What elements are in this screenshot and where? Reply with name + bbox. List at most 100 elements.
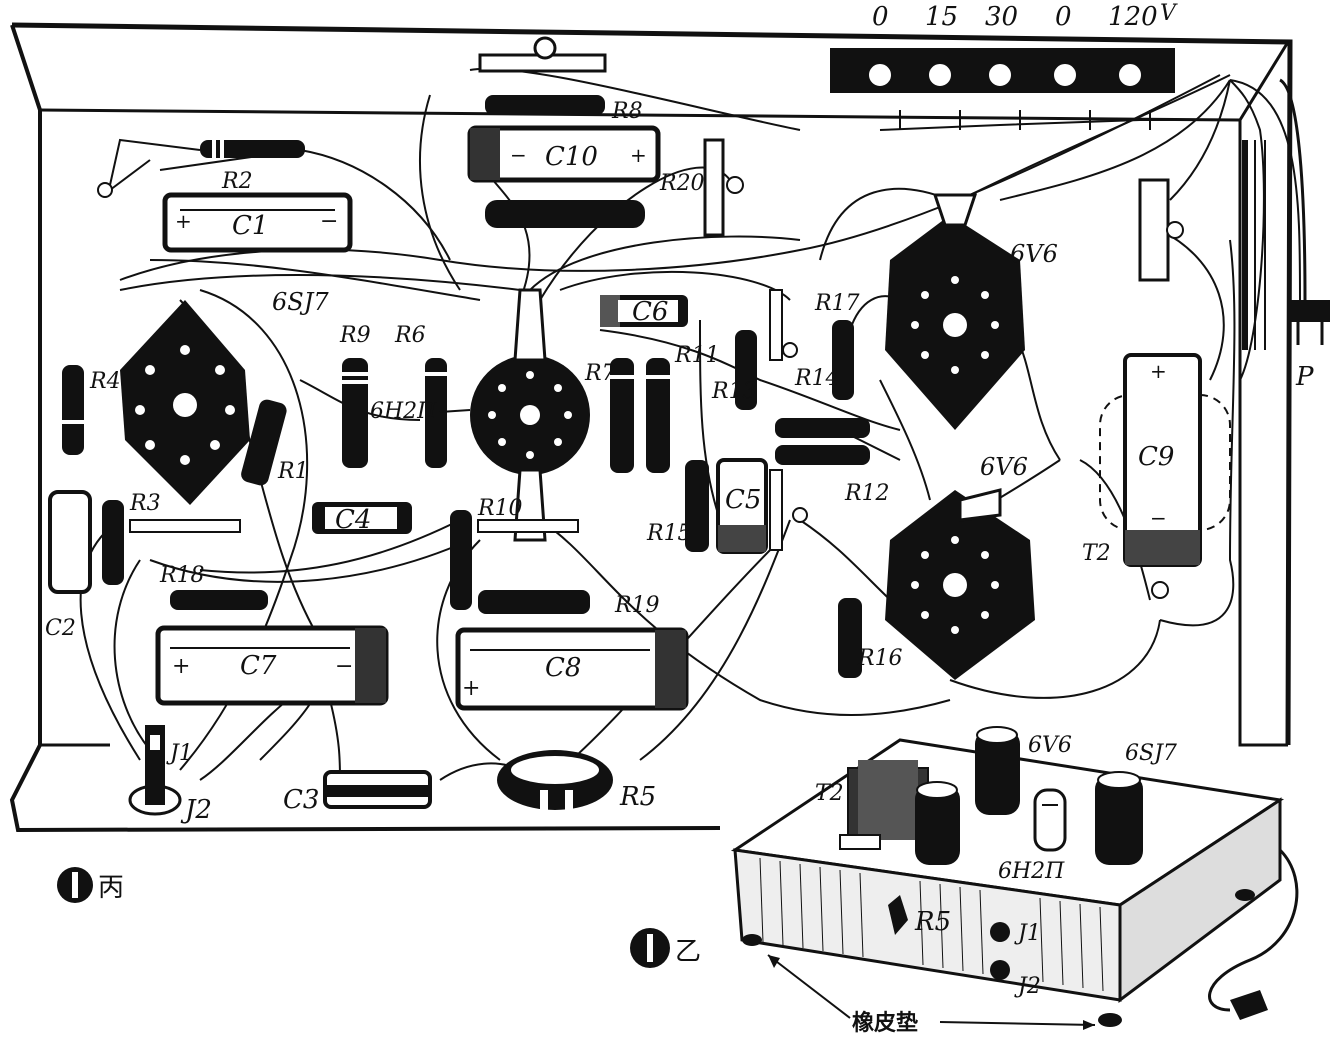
- label-rubber-feet: 橡皮垫: [852, 1010, 918, 1036]
- capacitor-c5: C5: [716, 458, 768, 554]
- label-c2: C2: [45, 616, 76, 641]
- terminal-label-30: 30: [985, 2, 1018, 32]
- tube-socket-6h2p: 6H2П: [370, 288, 590, 542]
- label-r16: R16: [857, 646, 903, 671]
- svg-text:+: +: [462, 676, 480, 701]
- svg-text:−: −: [510, 143, 527, 167]
- label-r14: R14: [794, 366, 840, 391]
- potentiometer-r5: R5: [497, 750, 656, 812]
- label-inset-j2: J2: [1014, 974, 1041, 999]
- label-tube-6v6-upper: 6V6: [1010, 240, 1058, 268]
- resistor-r19: R19: [478, 590, 660, 618]
- figure-label-bing: 丙: [57, 867, 124, 903]
- svg-text:−: −: [335, 654, 353, 679]
- label-r11: R11: [674, 343, 720, 368]
- capacitor-c2: C2: [45, 490, 92, 641]
- resistor-r13: R13: [711, 330, 757, 410]
- label-c3: C3: [283, 785, 319, 815]
- svg-text:−: −: [320, 209, 338, 234]
- label-c1: C1: [232, 211, 268, 241]
- label-p: P: [1295, 362, 1314, 392]
- label-r17: R17: [814, 291, 860, 316]
- label-c8: C8: [545, 653, 581, 683]
- label-t2-lower: T2: [1082, 541, 1111, 566]
- label-c7: C7: [240, 651, 277, 681]
- terminal-unit-mark: V: [1160, 1, 1178, 26]
- resistor-r10: R10: [450, 496, 579, 610]
- label-r12: R12: [844, 481, 890, 506]
- resistor-r15: R15: [646, 460, 808, 552]
- resistor-r14: R14: [794, 320, 854, 400]
- label-c10: C10: [545, 142, 598, 172]
- svg-text:+: +: [630, 143, 647, 167]
- label-r13: R13: [711, 379, 757, 404]
- label-r1: R1: [277, 459, 309, 484]
- label-r19: R19: [614, 593, 660, 618]
- terminal-screw-15: [927, 62, 953, 88]
- power-plug: P: [1279, 78, 1330, 392]
- label-r2: R2: [221, 169, 253, 194]
- resistor-r4: R4: [62, 365, 121, 455]
- label-r7: R7: [584, 361, 616, 386]
- resistor-r16: R16: [838, 598, 903, 678]
- figure-label-yi-text: 乙: [675, 937, 701, 967]
- capacitor-c8: + C8: [455, 627, 689, 711]
- label-r4: R4: [89, 369, 121, 394]
- r8-mount: R8: [478, 36, 643, 124]
- label-c5: C5: [725, 485, 761, 515]
- resistor-r3: R3: [102, 491, 161, 585]
- label-inset-6sj7: 6SJ7: [1125, 741, 1177, 766]
- label-j2: J2: [180, 795, 212, 825]
- tube-socket-6sj7: 6SJ7: [120, 288, 329, 505]
- label-r15: R15: [646, 521, 692, 546]
- terminal-label-0b: 0: [1055, 2, 1072, 32]
- svg-text:+: +: [1150, 359, 1167, 383]
- resistor-r2: R2: [97, 138, 305, 198]
- capacitor-c3: C3: [283, 770, 432, 815]
- capacitor-c10: C10 − +: [467, 125, 661, 183]
- label-r6: R6: [394, 323, 426, 348]
- figure-label-yi: 乙: [630, 928, 701, 968]
- label-tube-6sj7: 6SJ7: [272, 288, 329, 316]
- voltage-terminal-strip: 0 15 30 0 120 V: [830, 1, 1178, 93]
- tube-socket-6v6-upper: 6V6: [885, 193, 1058, 430]
- label-c9: C9: [1138, 442, 1174, 472]
- label-inset-r5: R5: [914, 907, 951, 937]
- label-r10: R10: [477, 496, 523, 521]
- svg-text:+: +: [175, 209, 192, 233]
- inset-transformer-t2: T2: [815, 760, 929, 850]
- terminal-screw-30: [987, 62, 1013, 88]
- label-r18: R18: [159, 563, 205, 588]
- resistor-r17: R17: [769, 289, 860, 361]
- label-c6: C6: [632, 297, 668, 327]
- capacitor-c4: C4: [312, 502, 412, 535]
- inset-tube-6v6-front: [915, 781, 960, 865]
- capacitor-c6: C6: [600, 295, 688, 327]
- resistor-r9: R9: [339, 323, 371, 468]
- label-r5: R5: [619, 782, 656, 812]
- label-r9: R9: [339, 323, 371, 348]
- resistor-r7: R7: [584, 358, 634, 473]
- assembled-chassis-inset: T2 6V6 6H2П 6SJ7 R5: [730, 726, 1299, 1036]
- label-inset-6h2p: 6H2П: [998, 859, 1065, 884]
- resistor-r11: R11: [646, 343, 720, 473]
- label-r3: R3: [129, 491, 161, 516]
- tube-socket-6v6-lower: 6V6: [885, 453, 1035, 680]
- label-tube-6h2p: 6H2П: [370, 399, 437, 424]
- resistor-r12: R12: [775, 418, 890, 506]
- label-inset-j1: J1: [1014, 921, 1041, 946]
- capacitor-c9: + − C9 T2: [1082, 178, 1231, 599]
- inset-tube-6h2p: 6H2П: [998, 788, 1067, 884]
- label-j1: J1: [166, 741, 193, 766]
- inset-tube-6v6-rear: 6V6: [975, 726, 1072, 815]
- inset-tube-6sj7: 6SJ7: [1095, 741, 1177, 865]
- terminal-screw-120: [1117, 62, 1143, 88]
- resistor-r18: R18: [129, 519, 268, 610]
- terminal-label-0: 0: [872, 2, 889, 32]
- capacitor-c7: + − C7: [155, 625, 389, 706]
- inset-jacks: J1 J2: [990, 921, 1041, 999]
- label-tube-6v6-lower: 6V6: [980, 453, 1028, 481]
- chassis: [9, 22, 1293, 833]
- capacitor-c1: + C1 −: [162, 192, 353, 253]
